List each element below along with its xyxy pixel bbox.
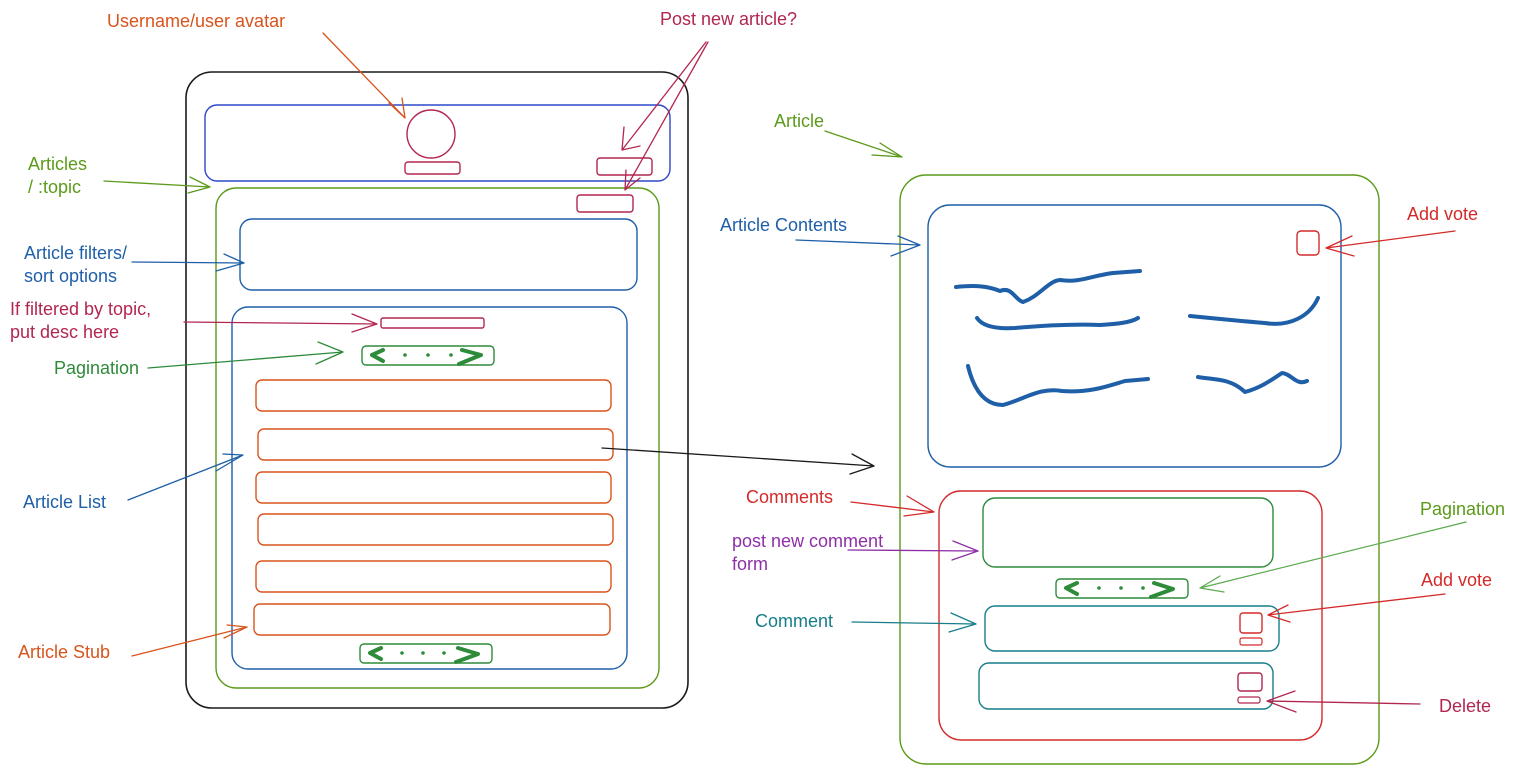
add-vote-button[interactable] (1296, 230, 1320, 256)
label-pagination-right: Pagination (1420, 499, 1506, 519)
post-article-button-alt[interactable] (576, 194, 634, 213)
comment-card (984, 605, 1280, 652)
label-article-list: Article List (23, 492, 107, 512)
arrow-post-comment (847, 540, 979, 561)
arrow-post-article-2 (624, 41, 709, 191)
arrow-articles-topic (103, 176, 211, 194)
article-stub[interactable] (255, 379, 612, 412)
arrow-pagination-left (147, 341, 344, 369)
chevron-left-icon[interactable] (1064, 581, 1079, 596)
article-text-scribble (954, 269, 1320, 407)
arrow-username-avatar (322, 32, 406, 119)
comment-add-vote-button[interactable] (1237, 672, 1263, 692)
label-comment: Comment (755, 611, 834, 631)
label-comments: Comments (746, 487, 834, 507)
label-post-comment-form: post new comment form (732, 531, 884, 574)
label-add-vote-comment: Add vote (1421, 570, 1493, 590)
arrow-comment (851, 612, 977, 633)
arrow-article (824, 130, 903, 158)
comment-card (978, 662, 1274, 710)
chevron-left-icon[interactable] (368, 646, 383, 661)
comments-box (938, 490, 1323, 741)
article-page-frame (899, 174, 1380, 765)
label-article-stub: Article Stub (18, 642, 111, 662)
article-stub[interactable] (255, 560, 612, 593)
arrow-article-filters (131, 253, 245, 272)
arrow-delete (1266, 690, 1421, 713)
articles-topic-container (215, 187, 660, 689)
articles-page-frame (185, 71, 689, 709)
header-box (204, 104, 671, 182)
label-add-vote-top: Add vote (1407, 204, 1479, 224)
arrow-article-stub (131, 624, 248, 657)
article-stub[interactable] (257, 513, 614, 546)
chevron-right-icon[interactable] (457, 348, 483, 366)
label-article-contents: Article Contents (720, 215, 848, 235)
arrow-add-vote-top (1325, 230, 1456, 257)
username-bar (404, 161, 461, 175)
comment-add-vote-button[interactable] (1239, 612, 1263, 634)
comments-pagination[interactable] (1055, 578, 1189, 599)
arrow-post-article-1 (621, 41, 707, 151)
label-articles-topic: Articles / :topic (28, 154, 88, 197)
article-stub[interactable] (253, 603, 611, 636)
arrow-article-contents (795, 235, 921, 257)
article-contents-box (927, 204, 1342, 468)
article-list-box (231, 306, 628, 670)
annotation-arrows (103, 32, 1467, 713)
arrow-topic-desc (183, 313, 378, 333)
pagination-bottom[interactable] (359, 643, 493, 664)
label-article-filters: Article filters/ sort options (24, 243, 128, 286)
label-article: Article (774, 111, 825, 131)
chevron-right-icon[interactable] (1149, 581, 1175, 599)
chevron-right-icon[interactable] (454, 646, 480, 664)
pagination-top[interactable] (361, 345, 495, 366)
arrow-stub-to-article (601, 447, 875, 475)
label-post-new-article: Post new article? (660, 9, 798, 29)
arrow-comments (850, 495, 935, 517)
article-stub[interactable] (257, 428, 614, 461)
post-comment-form[interactable] (982, 497, 1274, 568)
topic-description-bar (380, 317, 485, 329)
arrow-article-list (127, 453, 244, 501)
arrow-pagination-right (1199, 521, 1467, 593)
article-filters-box[interactable] (239, 218, 638, 291)
chevron-left-icon[interactable] (370, 348, 385, 363)
comment-vote-count (1239, 637, 1263, 646)
label-pagination-left: Pagination (54, 358, 140, 378)
article-stub[interactable] (255, 471, 612, 504)
comment-delete-button[interactable] (1237, 696, 1261, 704)
user-avatar[interactable] (406, 109, 456, 159)
arrow-add-vote-comment (1267, 593, 1446, 623)
post-article-button[interactable] (596, 157, 653, 176)
label-delete: Delete (1439, 696, 1492, 716)
label-filtered-topic: If filtered by topic, put desc here (10, 299, 152, 342)
label-username-avatar: Username/user avatar (107, 11, 286, 31)
